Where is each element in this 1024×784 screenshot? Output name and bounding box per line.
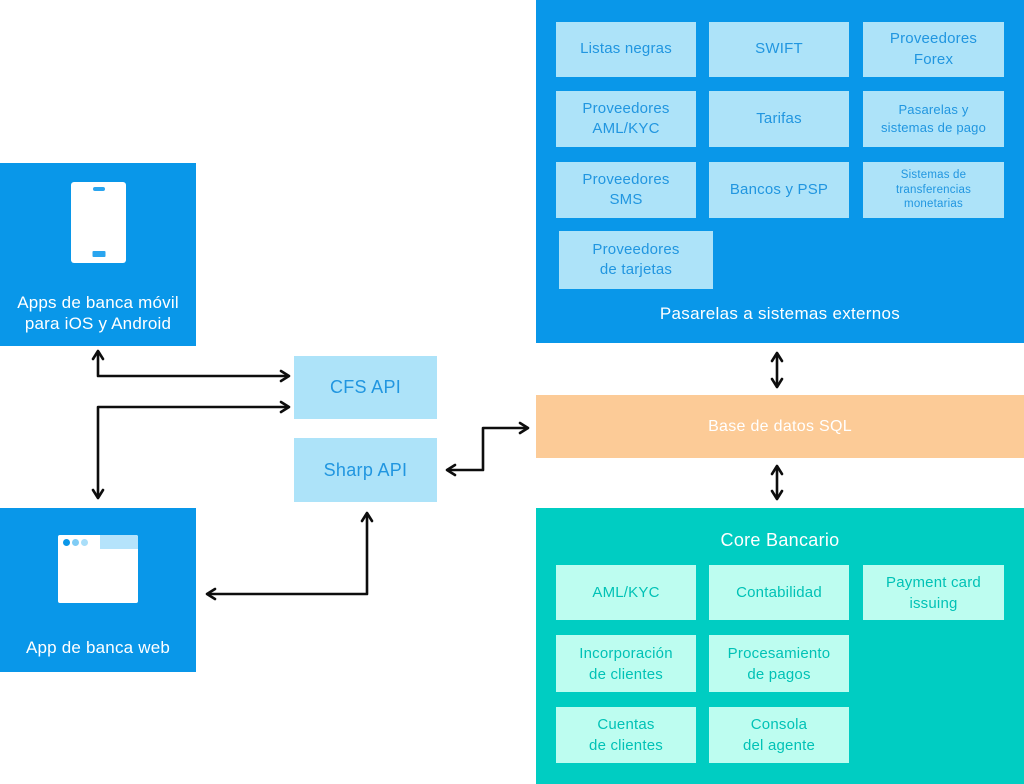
node-cfs-api: CFS API [294, 356, 437, 419]
node-pasarelas-sistemas-pago: Pasarelas y sistemas de pago [863, 91, 1004, 147]
node-consola-agente: Consola del agente [709, 707, 849, 763]
node-procesamiento-pagos: Procesamiento de pagos [709, 635, 849, 692]
browser-dot-icon [81, 539, 88, 546]
node-sharp-api: Sharp API [294, 438, 437, 502]
node-sql-database: Base de datos SQL [536, 395, 1024, 458]
phone-speaker-bar [92, 187, 105, 191]
node-cuentas-clientes: Cuentas de clientes [556, 707, 696, 763]
node-tarifas: Tarifas [709, 91, 849, 147]
node-listas-negras: Listas negras [556, 22, 696, 77]
node-proveedores-sms: Proveedores SMS [556, 162, 696, 218]
web-banking-app-label: App de banca web [25, 638, 171, 657]
browser-dot-icon [72, 539, 79, 546]
arrow-web-to-cfs-api [91, 400, 291, 500]
phone-home-bar [92, 251, 105, 257]
node-sistemas-transferencias: Sistemas de transferencias monetarias [863, 162, 1004, 218]
node-web-banking-app: App de banca web [0, 508, 196, 672]
core-banking-title: Core Bancario [720, 530, 840, 550]
external-gateways-title: Pasarelas a sistemas externos [659, 304, 901, 323]
node-mobile-banking-apps: Apps de banca móvil para iOS y Android [0, 163, 196, 346]
panel-external-gateways: Listas negras SWIFT Proveedores Forex Pr… [536, 0, 1024, 343]
smartphone-icon [71, 182, 126, 263]
node-proveedores-tarjetas: Proveedores de tarjetas [559, 231, 713, 289]
browser-tab-shape [100, 535, 138, 549]
panel-core-banking: Core Bancario AML/KYC Contabilidad Payme… [536, 508, 1024, 784]
mobile-banking-apps-label: Apps de banca móvil para iOS y Android [17, 293, 179, 333]
node-incorporacion-clientes: Incorporación de clientes [556, 635, 696, 692]
node-proveedores-forex: Proveedores Forex [863, 22, 1004, 77]
node-bancos-psp: Bancos y PSP [709, 162, 849, 218]
browser-window-icon [58, 535, 138, 603]
browser-dot-icon [63, 539, 70, 546]
node-payment-card-issuing: Payment card issuing [863, 565, 1004, 620]
arrow-mobile-to-cfs-api [91, 349, 291, 383]
node-aml-kyc: AML/KYC [556, 565, 696, 620]
node-contabilidad: Contabilidad [709, 565, 849, 620]
node-proveedores-aml-kyc: Proveedores AML/KYC [556, 91, 696, 147]
arrow-sharp-api-to-sql [445, 421, 530, 477]
arrow-web-to-sharp-api [205, 511, 374, 601]
node-swift: SWIFT [709, 22, 849, 77]
